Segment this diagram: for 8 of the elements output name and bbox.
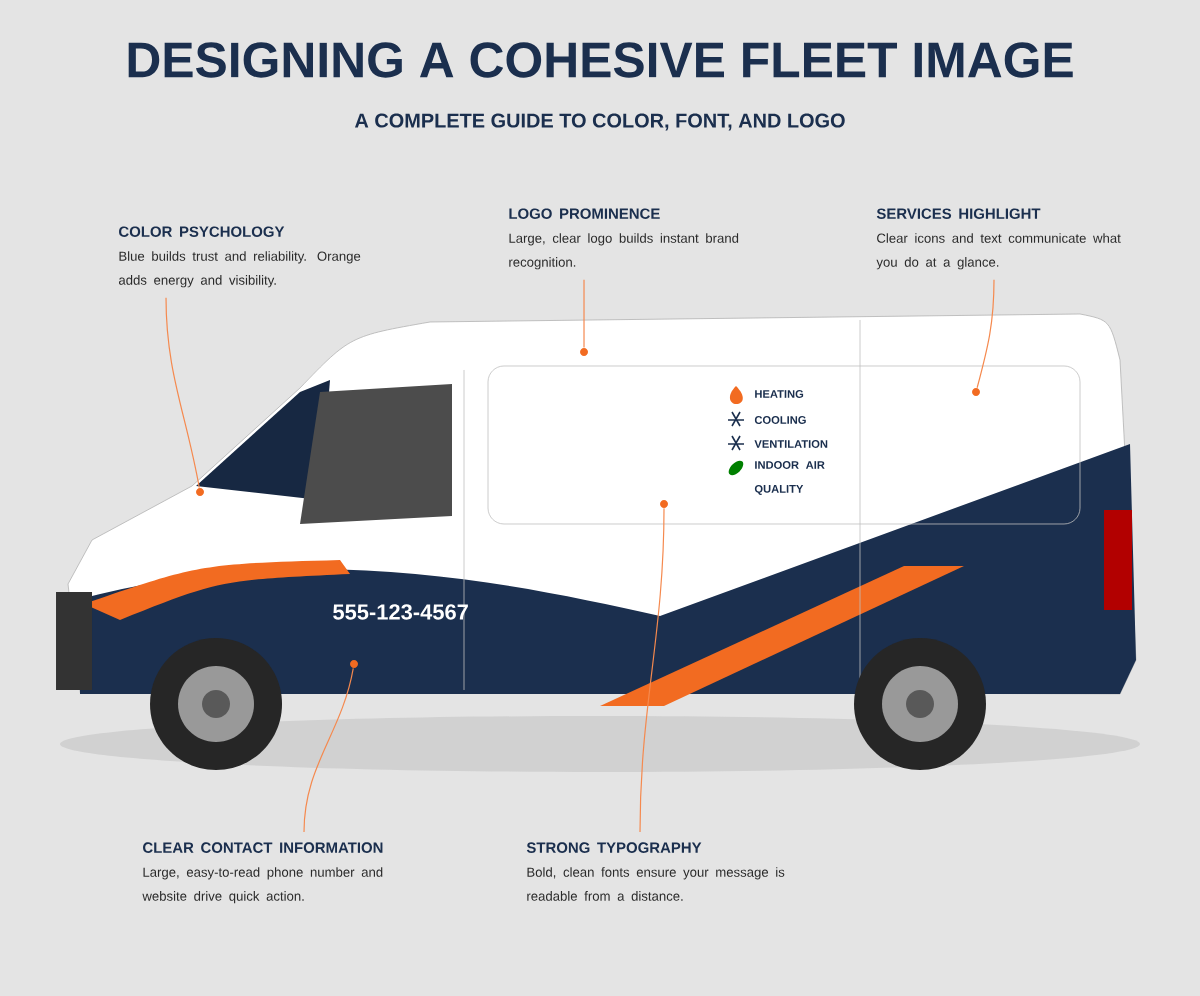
leader-line [976,279,995,389]
leader-line [165,297,200,489]
phone-number: 555-123-4567 [333,604,468,620]
leader-line [583,279,585,349]
title: DESIGNING A COHESIVE FLEET IMAGE [128,42,1073,78]
leader-line [639,507,665,833]
leader-line [303,667,354,833]
subtitle: A COMPLETE GUIDE TO COLOR, FONT, AND LOGO [354,113,845,131]
